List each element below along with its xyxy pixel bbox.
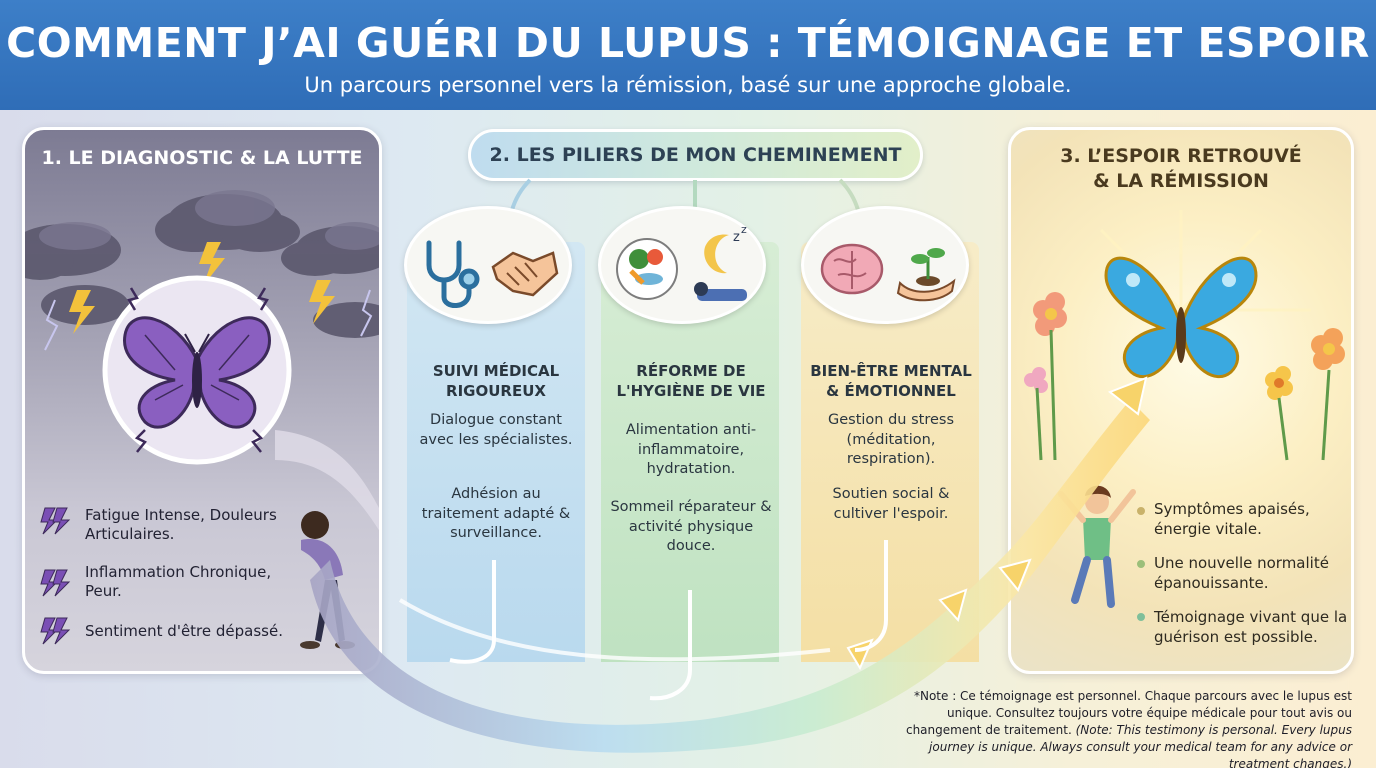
pillar-mental-icon-circle — [801, 206, 969, 324]
pillar-medical-icon-circle — [404, 206, 572, 324]
outcome-bullet — [1137, 507, 1145, 515]
header-banner: COMMENT J’AI GUÉRI DU LUPUS : TÉMOIGNAGE… — [0, 0, 1376, 110]
pillar-medical-text-2: Adhésion au traitement adapté & surveill… — [421, 486, 571, 541]
stage-diagnosis-title: 1. LE DIAGNOSTIC & LA LUTTE — [41, 147, 363, 169]
disclaimer-fr: *Note : Ce témoignage est personnel. Cha… — [905, 689, 1352, 737]
lightning-icon — [40, 507, 71, 645]
stage-remission-title-line-2: & LA RÉMISSION — [1093, 170, 1269, 192]
sleep-moon-icon: z z — [694, 223, 747, 301]
plant-in-hand-icon — [896, 248, 956, 302]
flower-icon — [1024, 292, 1345, 400]
brain-icon — [820, 243, 884, 295]
pillar-mental-text-1: Gestion du stress (méditation, respirati… — [827, 412, 954, 467]
page-subtitle: Un parcours personnel vers la rémission,… — [304, 73, 1072, 97]
butterfly-icon — [123, 316, 271, 429]
butterfly-icon — [1104, 256, 1258, 379]
healthy-food-icon — [616, 238, 678, 300]
svg-text:z: z — [741, 223, 747, 236]
stage-pillars-title: 2. LES PILIERS DE MON CHEMINEMENT — [468, 129, 923, 181]
joyful-person-icon — [1058, 485, 1136, 608]
pillar-lifestyle-title: RÉFORME DE L'HYGIÈNE DE VIE — [616, 362, 766, 400]
pillar-medical-title: SUIVI MÉDICAL RIGOUREUX — [432, 362, 560, 400]
pillar-mental-text-2: Soutien social & cultiver l'espoir. — [832, 486, 950, 522]
pillar-medical-text-1: Dialogue constant avec les spécialistes. — [419, 412, 573, 448]
stage-remission-title-line-1: 3. L’ESPOIR RETROUVÉ — [1060, 145, 1302, 167]
pillar-mental-title: BIEN-ÊTRE MENTAL & ÉMOTIONNEL — [810, 362, 972, 400]
outcome-text: Une nouvelle normalité épanouissante. — [1154, 554, 1329, 592]
outcome-bullet — [1137, 613, 1145, 621]
page-title: COMMENT J’AI GUÉRI DU LUPUS : TÉMOIGNAGE… — [6, 19, 1370, 67]
symptom-text: Sentiment d'être dépassé. — [85, 622, 283, 640]
lightning-icon — [69, 242, 335, 334]
disclaimer-footnote: *Note : Ce témoignage est personnel. Cha… — [892, 688, 1352, 768]
pillar-lifestyle-icon-circle: z z — [598, 206, 766, 324]
pillar-lifestyle-text-1: Alimentation anti-inflammatoire, hydrata… — [625, 422, 757, 477]
outcome-text: Symptômes apaisés, énergie vitale. — [1154, 500, 1310, 538]
symptom-text: Inflammation Chronique, Peur. — [85, 563, 272, 600]
stage-diagnosis-panel: 1. LE DIAGNOSTIC & LA LUTTE — [22, 127, 382, 674]
outcome-text: Témoignage vivant que la guérison est po… — [1154, 608, 1348, 646]
outcome-bullet — [1137, 560, 1145, 568]
symptom-text: Fatigue Intense, Douleurs Articulaires. — [85, 506, 277, 543]
distressed-person-icon — [300, 511, 355, 649]
stethoscope-icon — [426, 240, 480, 308]
svg-text:z: z — [733, 230, 740, 245]
storm-scene — [25, 190, 379, 649]
disclaimer-en: (Note: This testimony is personal. Every… — [929, 723, 1352, 768]
handshake-icon — [491, 251, 559, 297]
pillar-lifestyle-text-2: Sommeil réparateur & activité physique d… — [610, 499, 772, 554]
